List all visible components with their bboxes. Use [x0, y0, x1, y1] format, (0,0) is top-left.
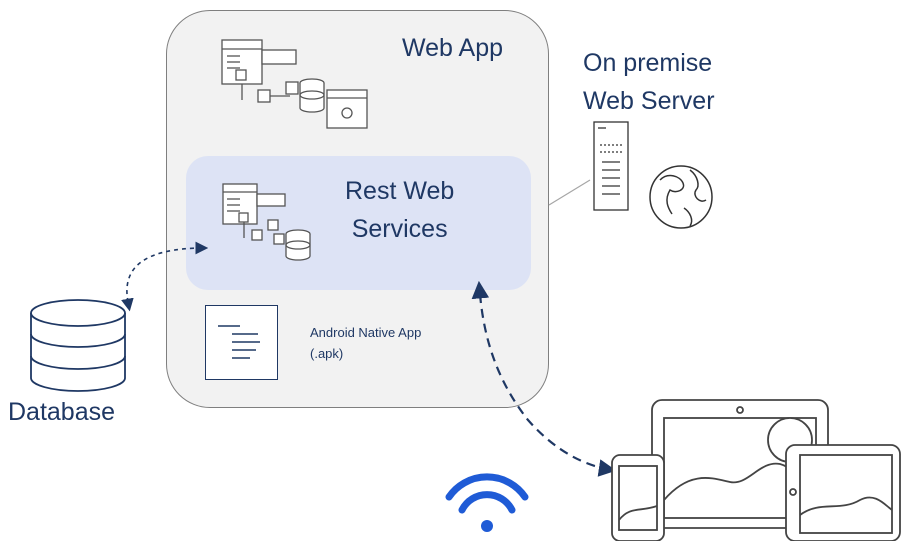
rest-services-title-line1: Rest Web	[345, 177, 455, 205]
server-title-line1: On premise	[583, 49, 713, 77]
server-icon	[593, 121, 629, 211]
database-rest-connector	[121, 241, 209, 312]
server-connector	[548, 179, 591, 206]
database-label: Database	[8, 398, 116, 426]
database-icon	[30, 299, 126, 392]
diagram-icon	[222, 183, 311, 261]
server-title: On premise Web Server	[583, 44, 715, 120]
server-title-line2: Web Server	[583, 87, 715, 115]
rest-services-title: Rest Web Services	[345, 172, 454, 248]
android-app-label-line2: (.apk)	[310, 346, 344, 361]
document-icon	[205, 305, 278, 380]
android-app-label: Android Native App (.apk)	[310, 322, 421, 364]
android-app-label-line1: Android Native App	[310, 325, 422, 340]
rest-services-title-line2: Services	[351, 215, 448, 243]
wifi-icon	[445, 473, 529, 532]
devices-icon	[611, 399, 901, 541]
web-app-title: Web App	[402, 34, 504, 62]
diagram-icon	[221, 39, 368, 129]
globe-icon	[649, 165, 713, 229]
rest-devices-connector	[471, 280, 617, 477]
